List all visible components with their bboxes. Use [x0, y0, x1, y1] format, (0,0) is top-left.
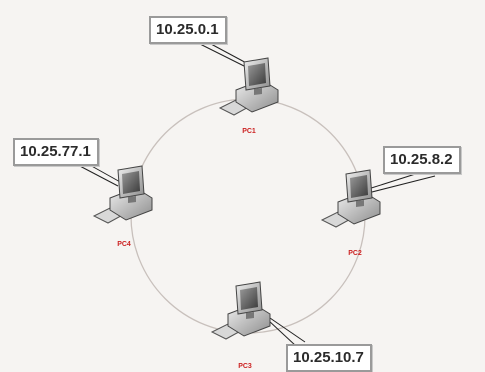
pc-label: PC3: [238, 363, 252, 370]
desktop-computer-icon[interactable]: [93, 165, 153, 224]
pc-label: PC2: [348, 250, 362, 257]
callout-line: [87, 163, 123, 184]
callout-line: [267, 319, 297, 347]
ip-address-label: 10.25.0.1: [149, 16, 227, 44]
pc-label: PC1: [242, 128, 256, 135]
callout-line: [199, 43, 249, 69]
ip-address-label: 10.25.77.1: [13, 138, 99, 166]
pc-label: PC4: [117, 241, 131, 248]
desktop-computer-icon[interactable]: [321, 169, 381, 228]
callout-line: [75, 163, 119, 187]
ip-address-label: 10.25.8.2: [383, 146, 461, 174]
ip-address-label: 10.25.10.7: [286, 344, 372, 372]
callout-line: [269, 317, 306, 343]
desktop-computer-icon[interactable]: [219, 57, 279, 116]
callout-line: [367, 175, 436, 194]
desktop-computer-icon[interactable]: [211, 281, 271, 340]
